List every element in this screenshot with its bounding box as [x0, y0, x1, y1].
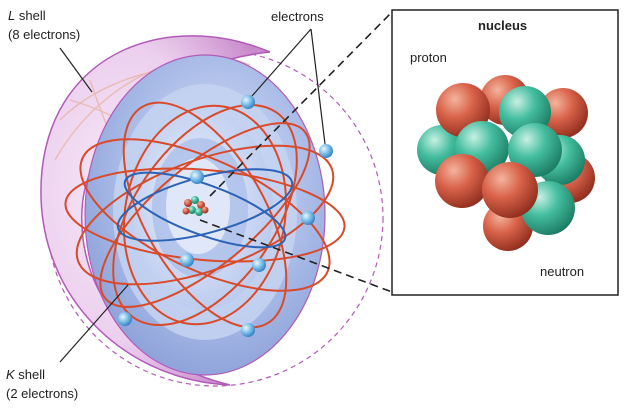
- neutron-label: neutron: [540, 264, 585, 279]
- electron: [180, 253, 194, 267]
- l-shell-back-outline: [46, 49, 384, 387]
- electrons: [118, 95, 333, 337]
- atom-nucleus: [182, 196, 209, 216]
- electron: [241, 95, 255, 109]
- k-shell-word: shell: [18, 367, 46, 382]
- k-shell-count: (2 electrons): [6, 386, 79, 401]
- k-shell-letter: K: [6, 367, 15, 382]
- electron: [118, 312, 132, 326]
- l-shell-count: (8 electrons): [8, 27, 81, 42]
- electrons-label: electrons: [271, 9, 324, 24]
- zoom-lines: [199, 11, 393, 293]
- l-shell-letter: L: [8, 8, 16, 23]
- nucleus-cluster: [417, 75, 595, 251]
- electron: [252, 258, 266, 272]
- electron: [190, 170, 204, 184]
- proton-label: proton: [410, 50, 447, 65]
- electron: [301, 211, 315, 225]
- k-shell-label: K shell: [6, 367, 45, 383]
- electron: [319, 144, 333, 158]
- l-shell-label: L shell: [8, 8, 46, 24]
- nucleus-title: nucleus: [478, 18, 528, 33]
- electron-orbits: [64, 101, 346, 329]
- electron: [241, 323, 255, 337]
- l-shell-word: shell: [18, 8, 46, 23]
